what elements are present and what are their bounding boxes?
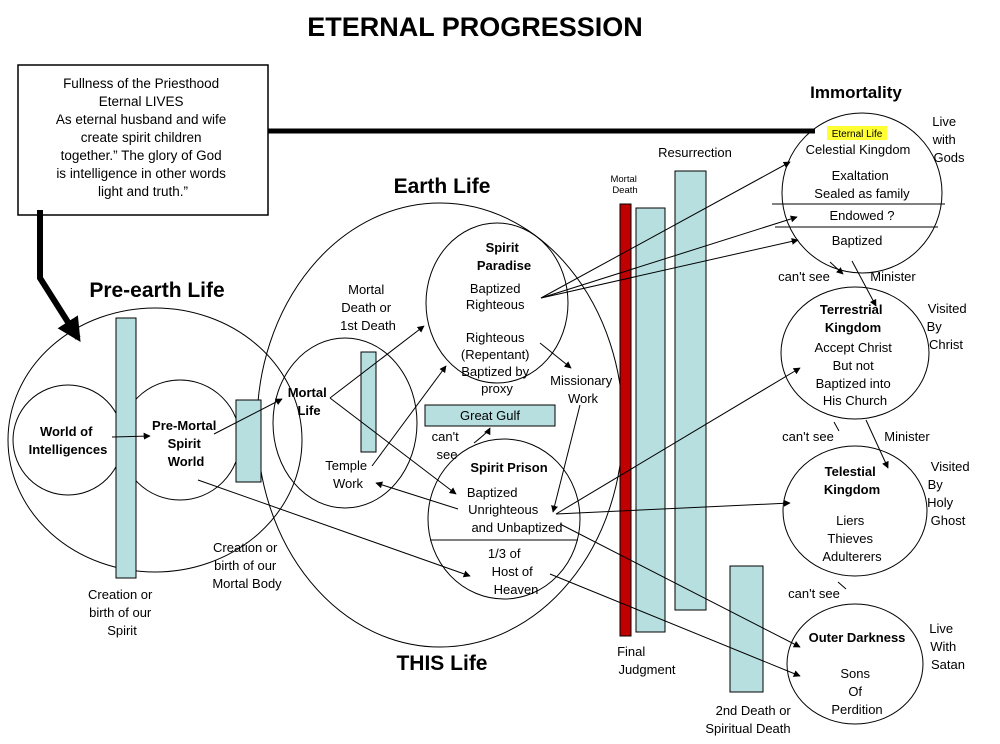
pre-earth-life-ellipse (7, 307, 303, 573)
celestial-kingdom-text: Exaltation Sealed as family (814, 168, 910, 201)
mortal-to-prison-arrow (329, 397, 457, 495)
terrestrial-side-label: Visited By Christ (927, 301, 971, 352)
world-of-intelligences-label: World of Intelligences (29, 424, 108, 457)
paradise-to-celestial-arrow (540, 161, 791, 299)
cant-see-arrow-1 (829, 261, 844, 275)
world-of-intelligences-circle (12, 384, 124, 496)
celestial-side-label: Live with Gods (932, 114, 965, 165)
mortal-death-bar-label: Mortal Death (610, 174, 639, 196)
resurrection-label: Resurrection (658, 145, 732, 160)
premortal-to-mortal-arrow (213, 398, 283, 435)
temple-work-label: Temple Work (325, 458, 371, 491)
paradise-to-baptized-arrow (540, 237, 799, 299)
outer-darkness-text: Sons Of Perdition (831, 666, 882, 717)
final-judgment-bar (635, 207, 666, 633)
priesthood-box (17, 64, 269, 216)
paradise-to-endowed-arrow (540, 215, 798, 299)
pre-earth-life-heading: Pre-earth Life (89, 279, 224, 302)
telestial-kingdom-title: Telestial Kingdom (824, 464, 880, 497)
spirit-prison-title: Spirit Prison (470, 460, 547, 475)
cant-see-label-2: can't see (782, 429, 834, 444)
terrestrial-kingdom-text: Accept Christ But not Baptized into His … (815, 340, 896, 408)
mortal-life-label: Mortal Life (288, 385, 331, 418)
prison-to-terrestrial-arrow (555, 367, 801, 515)
prison-to-temple-work-arrow (375, 481, 459, 510)
terrestrial-kingdom-circle (780, 286, 930, 420)
paradise-to-missionary-arrow (539, 342, 572, 369)
pre-mortal-spirit-world-label: Pre-Mortal Spirit World (152, 418, 220, 469)
eternal-life-highlight (827, 126, 887, 140)
great-gulf-box (424, 404, 556, 427)
prison-to-telestial-arrow (555, 499, 791, 515)
immortality-heading: Immortality (810, 83, 902, 102)
minister-label-2: Minister (884, 429, 930, 444)
mortal-body-creation-bar (235, 399, 262, 483)
spirit-prison-ellipse (427, 438, 581, 600)
minister-arrow-1 (851, 260, 877, 307)
terrestrial-kingdom-title: Terrestrial Kingdom (820, 302, 886, 335)
outer-darkness-circle (786, 603, 924, 725)
this-life-heading: THIS Life (396, 652, 487, 675)
second-death-label: 2nd Death or Spiritual Death (705, 703, 794, 736)
cant-see-arrow-2 (833, 421, 840, 432)
baptized-label: Baptized (832, 233, 883, 248)
outer-darkness-title: Outer Darkness (809, 630, 906, 645)
missionary-to-prison-arrow (551, 404, 581, 513)
minister-label-1: Minister (870, 269, 916, 284)
missionary-work-label: Missionary Work (550, 373, 616, 406)
endowed-label: Endowed ? (829, 208, 894, 223)
premortal-to-host-of-heaven-arrow (197, 479, 471, 578)
priesthood-down-arrow (37, 210, 81, 343)
creation-of-spirit-label: Creation or birth of our Spirit (88, 587, 156, 638)
great-gulf-cant-see-label: can't see (432, 429, 463, 462)
celestial-kingdom-circle (781, 112, 943, 274)
mortal-death-red-bar (619, 203, 632, 637)
priesthood-box-text: Fullness of the Priesthood Eternal LIVES… (56, 76, 230, 199)
gulf-cant-see-arrow (473, 427, 491, 444)
temple-work-to-paradise-arrow (371, 365, 447, 467)
cant-see-label-3: can't see (788, 586, 840, 601)
mortal-life-ellipse (272, 337, 418, 509)
minister-arrow-2 (865, 419, 889, 469)
spirit-creation-bar (115, 317, 137, 579)
telestial-side-label: Visited By Holy Ghost (927, 459, 973, 528)
celestial-kingdom-title: Celestial Kingdom (806, 142, 911, 157)
second-death-bar (729, 565, 764, 693)
mortal-death-label: Mortal Death or 1st Death (340, 282, 396, 333)
cant-see-label-1: can't see (778, 269, 830, 284)
intelligences-to-premortal-arrow (111, 432, 151, 440)
eternal-life-label: Eternal Life (832, 129, 883, 140)
earth-life-heading: Earth Life (394, 175, 491, 198)
spirit-paradise-text: Baptized Righteous Righteous (Repentant)… (461, 281, 533, 396)
final-judgment-label: Final Judgment (617, 644, 676, 677)
creation-of-body-label: Creation or birth of our Mortal Body (212, 540, 282, 591)
resurrection-bar (674, 170, 707, 611)
telestial-kingdom-text: Liers Thieves Adulterers (822, 513, 882, 564)
great-gulf-label: Great Gulf (460, 408, 520, 423)
mortal-death-bar (360, 351, 377, 453)
host-of-heaven-label: 1/3 of Host of Heaven (488, 546, 538, 597)
diagram-title: ETERNAL PROGRESSION (307, 12, 643, 42)
outer-darkness-side-label: Live With Satan (929, 621, 965, 672)
telestial-kingdom-circle (782, 445, 928, 577)
spirit-prison-text: Baptized Unrighteous and Unbaptized (467, 485, 563, 535)
mortal-to-paradise-arrow (329, 325, 425, 399)
spirit-paradise-ellipse (425, 222, 569, 384)
cant-see-arrow-3 (837, 581, 847, 590)
spirit-paradise-title: Spirit Paradise (477, 240, 531, 273)
host-to-outer-darkness-arrow (549, 573, 801, 677)
prison-to-outer-darkness-arrow (559, 523, 801, 648)
